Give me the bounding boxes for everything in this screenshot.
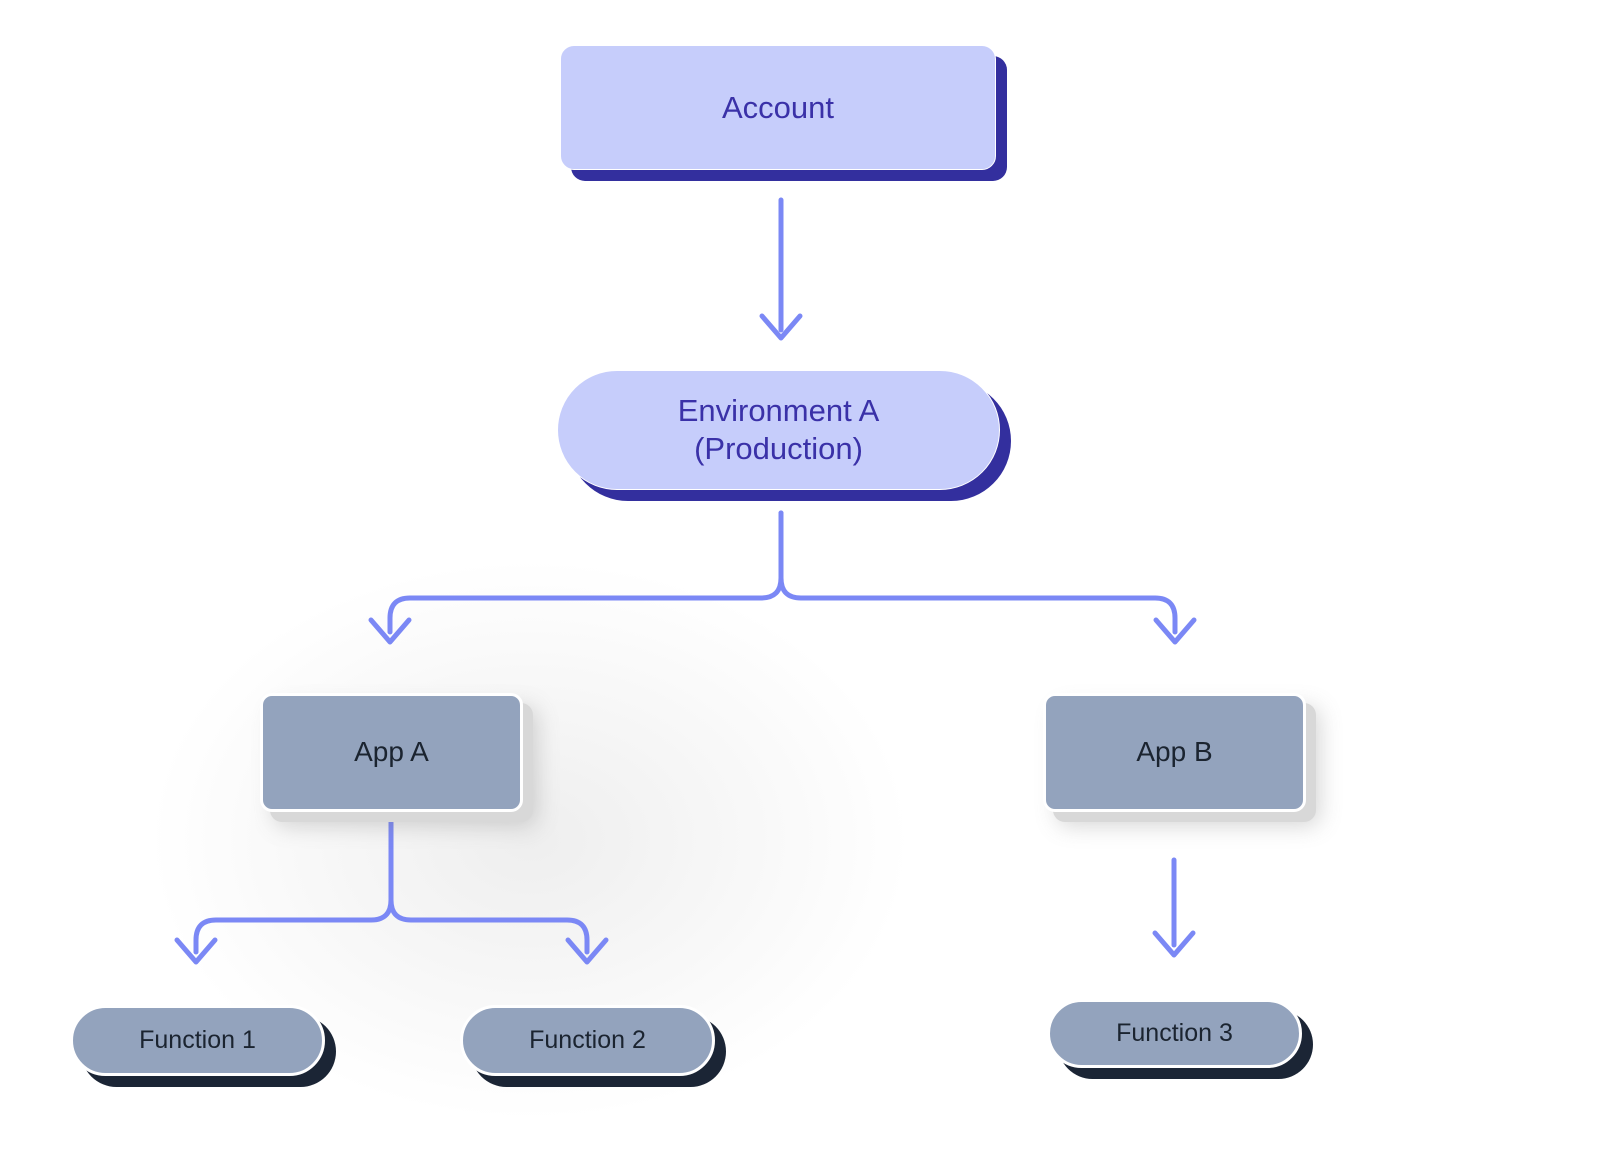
node-function-3-label: Function 3 [1116,1019,1233,1048]
node-function-3[interactable]: Function 3 [1047,999,1302,1068]
node-function-2-label: Function 2 [529,1026,646,1055]
node-function-1[interactable]: Function 1 [70,1005,325,1076]
node-app-a-label: App A [354,736,429,768]
edge-app-a-function-1 [174,820,394,965]
node-app-b-label: App B [1136,736,1213,768]
node-account[interactable]: Account [560,45,996,170]
node-function-1-label: Function 1 [139,1026,256,1055]
node-app-b[interactable]: App B [1043,693,1306,812]
edge-account-environment [759,197,803,341]
node-environment-a[interactable]: Environment A (Production) [557,370,1000,490]
edge-environment-app-b [778,510,1197,645]
node-app-a[interactable]: App A [260,693,523,812]
edge-app-a-function-2 [388,820,609,965]
node-account-label: Account [721,89,834,125]
node-environment-a-label: Environment A (Production) [677,393,880,466]
edge-app-b-function-3 [1152,857,1196,958]
node-function-2[interactable]: Function 2 [460,1005,715,1076]
edge-environment-app-a [368,510,784,645]
